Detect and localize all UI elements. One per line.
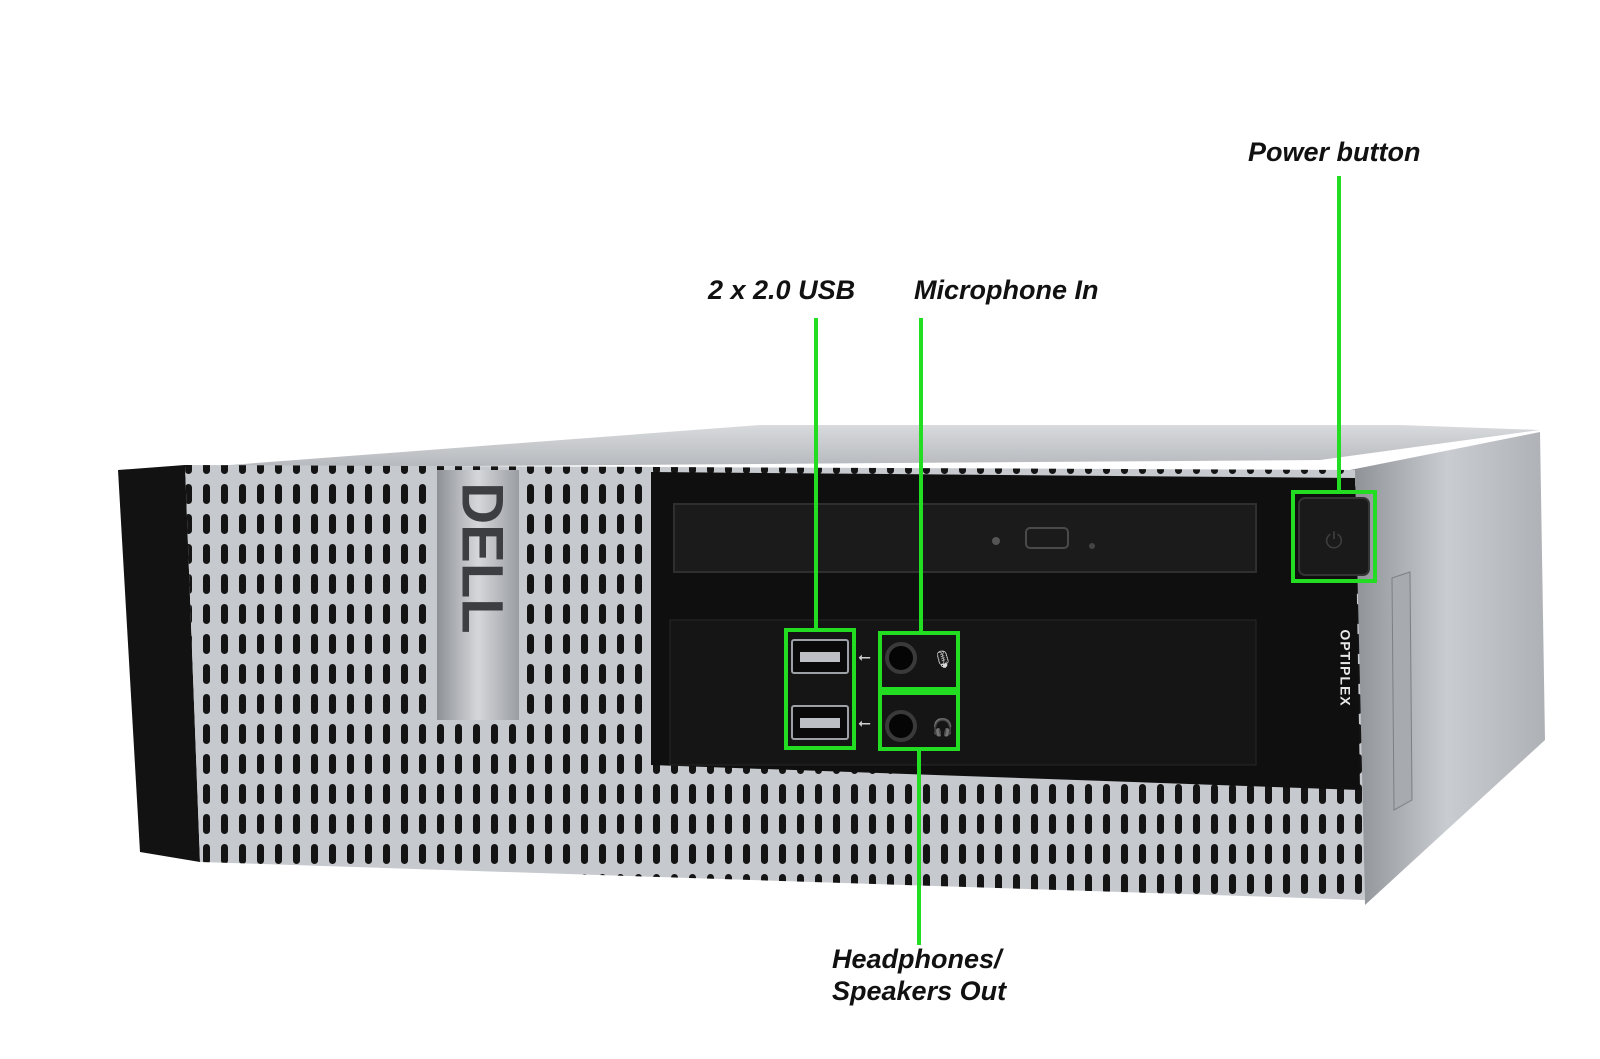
microphone-icon: 🎙 [932, 650, 954, 670]
microphone-jack[interactable] [885, 642, 917, 674]
headphones-jack[interactable] [885, 710, 917, 742]
usb-callout: 2 x 2.0 USB [708, 275, 856, 305]
optical-drive [673, 503, 1257, 573]
microphone-callout: Microphone In [914, 275, 1099, 305]
headphones-callout: Headphones/ Speakers Out [832, 943, 1006, 1008]
usb-port-1-tongue [800, 652, 840, 662]
usb-icon: ⭠ [858, 713, 871, 732]
drive-eject-button[interactable] [1025, 527, 1069, 549]
usb-highlight-box [784, 628, 856, 750]
leader-lines [814, 176, 1341, 945]
case-side-panel [1350, 432, 1545, 905]
svg-text:OPTIPLEX: OPTIPLEX [1337, 629, 1353, 706]
svg-text:DELL: DELL [450, 482, 515, 633]
headphones-icon: 🎧 [932, 717, 953, 738]
drive-pinhole [1089, 543, 1095, 549]
power-button-callout: Power button [1248, 137, 1421, 167]
drive-led [992, 537, 1000, 545]
headphones-callout-line2: Speakers Out [832, 976, 1007, 1007]
power-highlight-box [1291, 490, 1377, 583]
headphones-callout-line1: Headphones/ [832, 944, 1002, 974]
optiplex-label: OPTIPLEX [1337, 629, 1353, 706]
dell-logo: DELL [450, 482, 515, 633]
side-label [1391, 571, 1413, 811]
power-button[interactable] [1298, 497, 1370, 576]
usb-icon: ⭠ [858, 647, 871, 666]
logo-plate [437, 470, 519, 720]
usb-port-2-tongue [800, 718, 840, 728]
power-icon: ⏻ [1325, 529, 1342, 554]
case-top [190, 425, 1540, 468]
left-bezel [118, 465, 200, 862]
io-bay [669, 619, 1257, 766]
